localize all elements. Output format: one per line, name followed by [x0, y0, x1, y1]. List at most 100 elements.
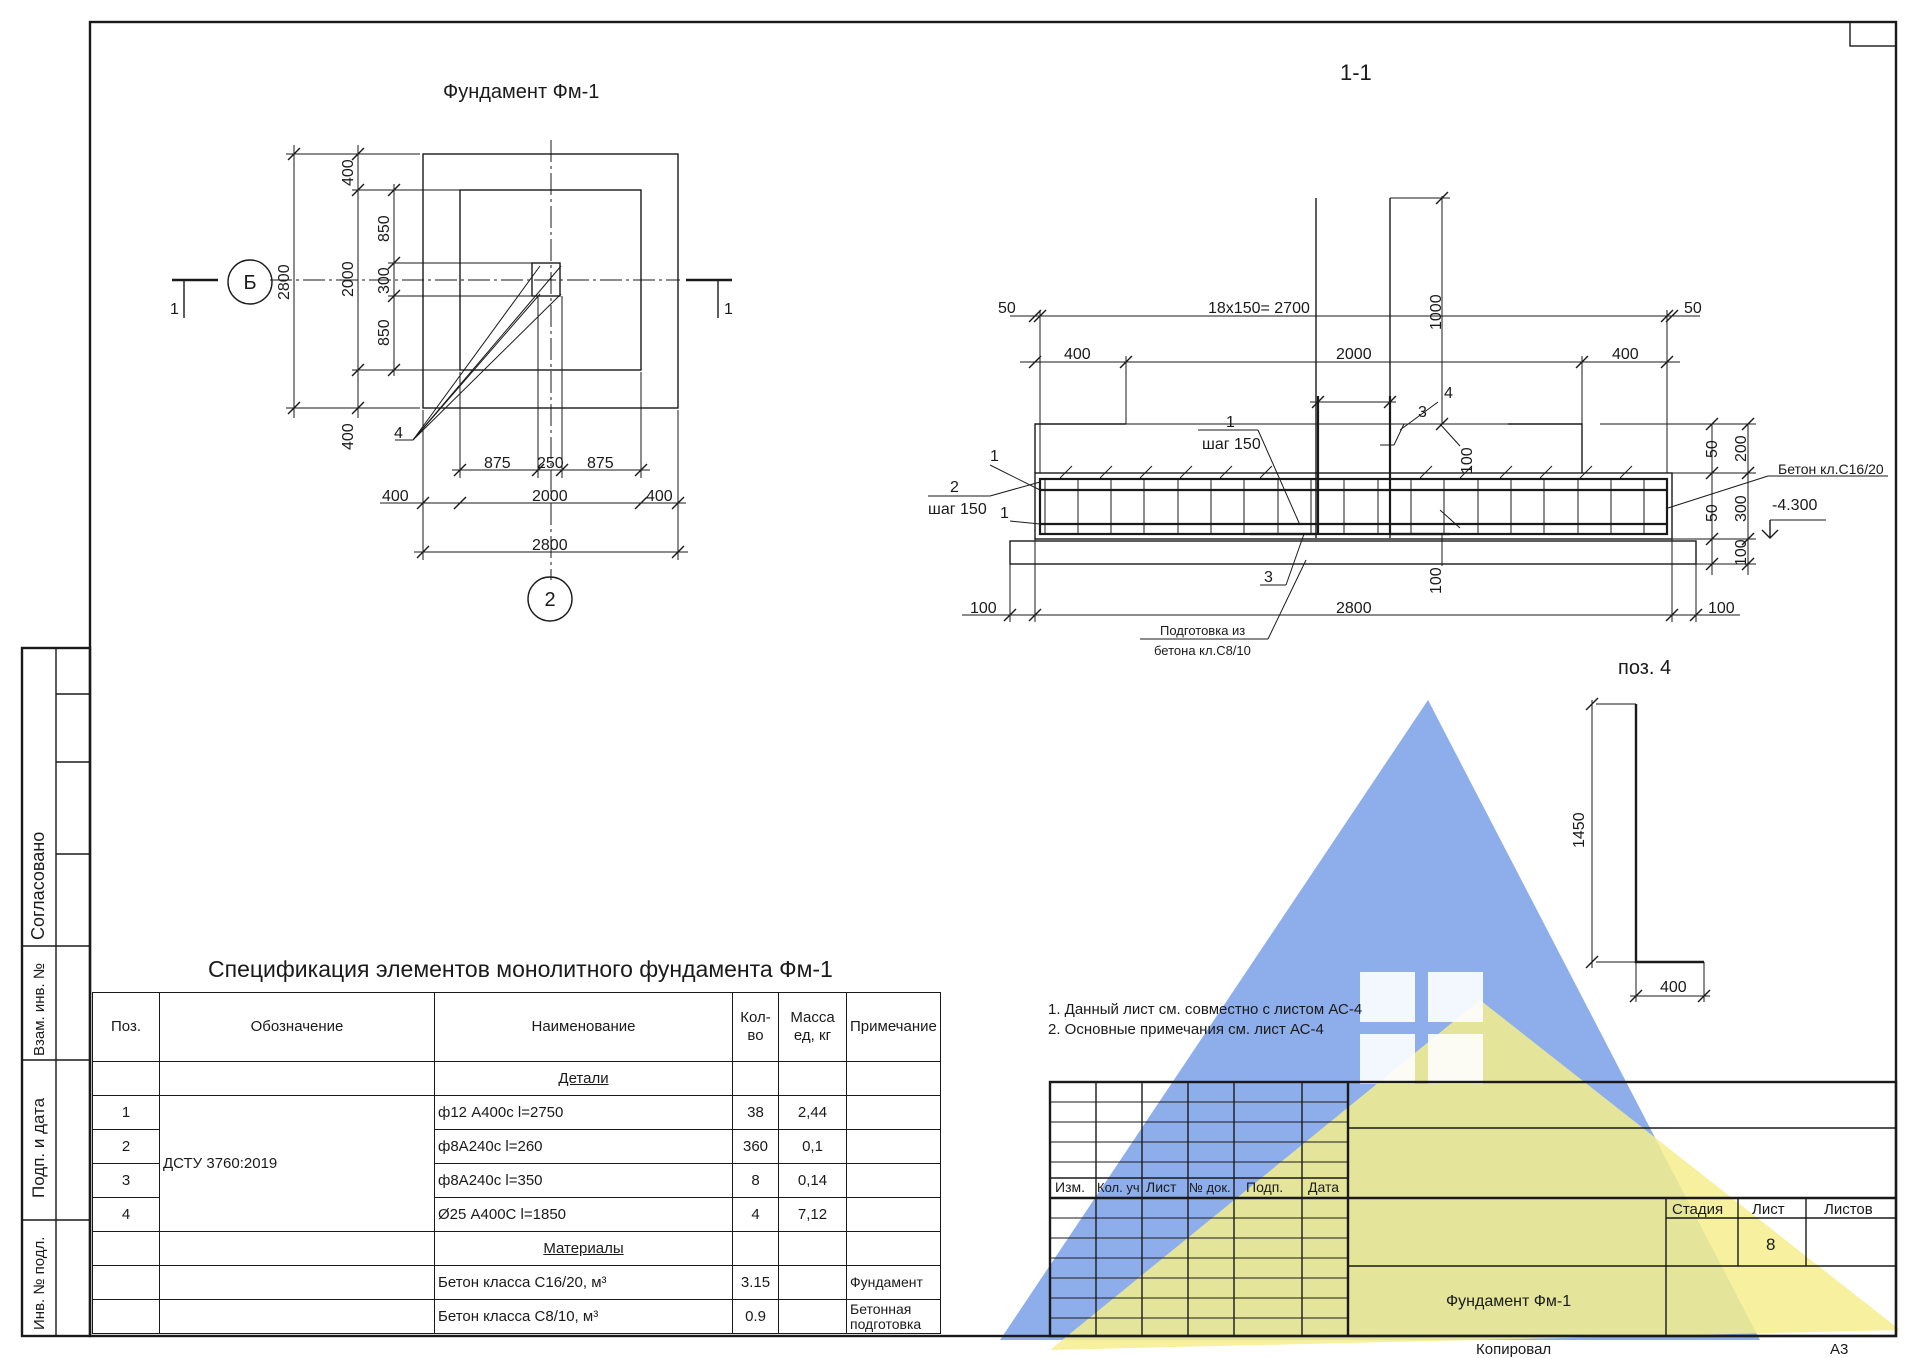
spec-h-qty: Кол-во	[732, 992, 779, 1062]
rebar-cage	[1038, 477, 1669, 536]
plan-dim-2000-v: 2000	[340, 261, 357, 297]
sec-dim-400-right: 400	[1612, 346, 1639, 363]
sec-prep-line2: бетона кл.С8/10	[1154, 643, 1251, 658]
tb-ndok: № док.	[1189, 1180, 1231, 1195]
spec-pos: 2	[92, 1129, 160, 1164]
spec-standard: ДСТУ 3760:2019	[159, 1095, 435, 1232]
plan-dim-250: 250	[537, 455, 564, 472]
title-block: Изм. Кол. уч Лист № док. Подп. Дата Стад…	[1048, 1080, 1898, 1358]
sec-pos-3-bottom: 3	[1264, 569, 1273, 586]
watermark-yellow-shape	[1050, 1000, 1900, 1350]
spec-item-qty: 4	[732, 1197, 779, 1232]
sec-dim-2000: 2000	[1336, 346, 1372, 363]
tb-data: Дата	[1308, 1179, 1339, 1195]
spec-h-note: Примечание	[846, 992, 941, 1062]
tb-podp: Подп.	[1246, 1179, 1283, 1195]
table-row: 2 ф8А240с l=260 360 0,1	[92, 1129, 941, 1164]
sec-pos-4: 4	[1444, 385, 1453, 402]
section-title: 1-1	[1340, 60, 1372, 85]
cut-mark-right: 1	[724, 301, 733, 318]
sec-dim-2800: 2800	[1336, 600, 1372, 617]
sec-dim-50-left: 50	[998, 300, 1016, 317]
general-notes: 1. Данный лист см. совместно с листом АС…	[1048, 1000, 1362, 1040]
table-row: Бетон класса С8/10, м³ 0.9 Бетонная подг…	[92, 1299, 941, 1334]
spec-h-pos: Поз.	[92, 992, 160, 1062]
spec-item-name: ф8А240с l=260	[434, 1129, 733, 1164]
sec-pos-1-step: шаг 150	[1202, 436, 1261, 453]
tb-kol: Кол. уч	[1097, 1180, 1140, 1195]
tb-stage: Стадия	[1672, 1201, 1723, 1218]
sec-pos-2-step: шаг 150	[928, 501, 987, 518]
tb-name: Фундамент Фм-1	[1446, 1293, 1571, 1310]
watermark-logo	[1000, 700, 1900, 1350]
sec-dim-100-right: 100	[1708, 600, 1735, 617]
table-row: 3 ф8А240с l=350 8 0,14	[92, 1163, 941, 1198]
sec-dim-1000: 1000	[1428, 294, 1445, 330]
spec-material-qty: 3.15	[732, 1265, 779, 1300]
sec-dim-50-a: 50	[1704, 440, 1721, 458]
plan-dim-2800-h: 2800	[532, 537, 568, 554]
spec-h-designation: Обозначение	[159, 992, 435, 1062]
vzam-label: Взам. инв. №	[31, 963, 48, 1056]
sec-dim-100-a: 100	[1459, 447, 1476, 474]
spec-item-mass: 0,1	[778, 1129, 847, 1164]
podp-label: Подп. и дата	[29, 1097, 48, 1198]
pos4-detail: поз. 4 1450 400	[1571, 657, 1711, 1003]
spec-material-name: Бетон класса С8/10, м³	[434, 1299, 733, 1334]
spec-h-name: Наименование	[434, 992, 733, 1062]
table-row: 4 Ø25 А400С l=1850 4 7,12	[92, 1197, 941, 1232]
spec-pos: 3	[92, 1163, 160, 1198]
sec-dim-100-left: 100	[970, 600, 997, 617]
spec-item-qty: 38	[732, 1095, 779, 1130]
section-hatch	[1059, 465, 1633, 479]
table-row: Детали	[92, 1061, 941, 1096]
sec-dim-400-left: 400	[1064, 346, 1091, 363]
sec-pos-2: 2	[950, 479, 959, 496]
axis-2-label: 2	[544, 589, 555, 611]
spec-pos: 4	[92, 1197, 160, 1232]
sec-dim-100-b: 100	[1428, 567, 1445, 594]
spec-material-name: Бетон класса С16/20, м³	[434, 1265, 733, 1300]
sec-dim-50-right: 50	[1684, 300, 1702, 317]
plan-dim-850-top: 850	[376, 215, 393, 242]
spec-table: Поз. Обозначение Наименование Кол-во Мас…	[92, 992, 941, 1334]
spec-item-mass: 2,44	[778, 1095, 847, 1130]
plan-pos-4: 4	[394, 425, 403, 442]
tb-sheets: Листов	[1824, 1201, 1873, 1218]
cut-mark-left: 1	[170, 301, 179, 318]
spec-item-name: ф12 А400с l=2750	[434, 1095, 733, 1130]
tb-sheet-num: 8	[1766, 1235, 1775, 1254]
spec-item-name: ф8А240с l=350	[434, 1163, 733, 1198]
plan-dim-300-v: 300	[376, 267, 393, 294]
plan-dim-2800-v: 2800	[276, 264, 293, 300]
section-slab	[1034, 472, 1673, 540]
sec-dim-spacing: 18х150= 2700	[1208, 300, 1310, 317]
axis-bubble-b	[227, 259, 273, 305]
pos4-dim-height: 1450	[1571, 812, 1588, 848]
plan-dim-850-bottom: 850	[376, 319, 393, 346]
spec-item-mass: 7,12	[778, 1197, 847, 1232]
sec-pos-3: 3	[1418, 404, 1427, 421]
spec-title: Спецификация элементов монолитного фунда…	[208, 956, 833, 982]
section-1-1: 1-1 50	[928, 60, 1888, 658]
sec-prep-line1: Подготовка из	[1160, 623, 1245, 638]
spec-item-qty: 8	[732, 1163, 779, 1198]
table-row: Бетон класса С16/20, м³ 3.15 Фундамент	[92, 1265, 941, 1300]
spec-material-note: Бетонная подготовка	[846, 1299, 941, 1334]
pos4-dim-width: 400	[1660, 979, 1687, 996]
table-row: 1 ДСТУ 3760:2019 ф12 А400с l=2750 38 2,4…	[92, 1095, 941, 1232]
sec-dim-200: 200	[1733, 435, 1750, 462]
plan-dim-875-right: 875	[587, 455, 614, 472]
spec-h-mass: Масса ед, кг	[778, 992, 847, 1062]
plan-dim-400-h-left: 400	[382, 488, 409, 505]
plan-view: Фундамент Фм-1 1 1 Б 2 4 2800	[170, 81, 733, 622]
sec-concrete-label: Бетон кл.С16/20	[1778, 461, 1884, 477]
plan-dim-400-h-right: 400	[646, 488, 673, 505]
side-stamp: Согласовано Взам. инв. № Подп. и дата Ин…	[20, 646, 92, 1338]
spec-section-materials: Материалы	[434, 1231, 733, 1266]
inv-label: Инв. № подл.	[31, 1237, 48, 1330]
agreed-label: Согласовано	[28, 832, 48, 940]
sec-elevation: -4.300	[1772, 497, 1817, 514]
tb-copied: Копировал	[1476, 1341, 1551, 1358]
spec-item-qty: 360	[732, 1129, 779, 1164]
